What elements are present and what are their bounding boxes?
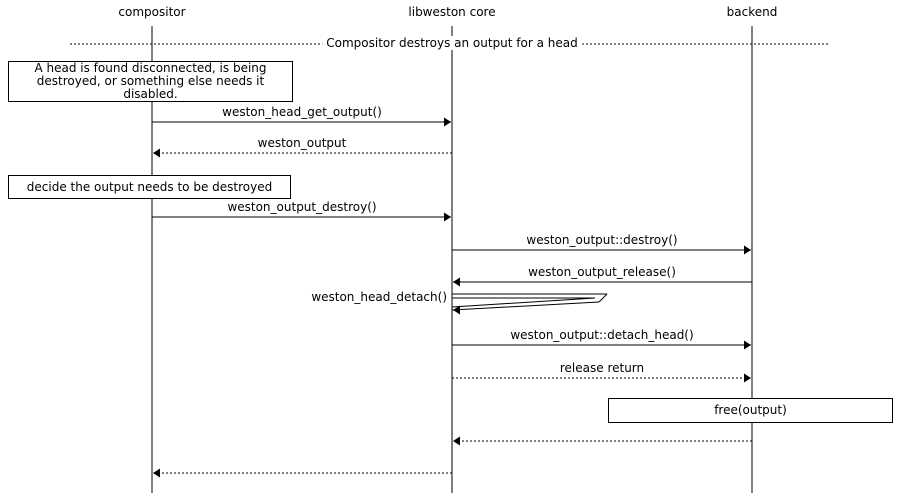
arrow-head	[444, 212, 451, 222]
message-label-weston-output-release: weston_output_release()	[525, 265, 679, 279]
note-text: A head is found disconnected, is being d…	[34, 61, 267, 101]
arrow-head	[744, 340, 751, 350]
message-label-release-return: release return	[556, 361, 648, 375]
message-release-return	[452, 373, 751, 383]
message-label-weston-head-detach: weston_head_detach()	[308, 290, 450, 304]
note-text: decide the output needs to be destroyed	[26, 179, 273, 194]
arrow-head	[744, 373, 751, 383]
message-weston-head-detach	[451, 293, 608, 315]
separator-label: Compositor destroys an output for a head	[322, 36, 582, 50]
note-note-head-disconnected: A head is found disconnected, is being d…	[8, 61, 293, 102]
arrow-head	[453, 305, 460, 315]
message-weston-output-detach-head	[452, 340, 751, 350]
self-call-segment	[598, 293, 608, 303]
message-weston-output-release	[453, 277, 752, 287]
message-weston-head-get-output	[152, 117, 451, 127]
message-label-weston-output-detach-head: weston_output::detach_head()	[507, 328, 697, 342]
note-text: free(output)	[714, 403, 787, 417]
lifeline-label-libweston-core: libweston core	[408, 5, 496, 19]
message-label-weston-output-destroy: weston_output_destroy()	[224, 200, 380, 214]
message-weston-output-destroy	[152, 212, 451, 222]
message-core-return	[153, 468, 452, 478]
message-label-weston-output-destroy-vfunc: weston_output::destroy()	[523, 233, 681, 247]
arrow-head	[744, 245, 751, 255]
message-label-weston-output-return: weston_output	[254, 136, 350, 150]
arrow-head	[444, 117, 451, 127]
message-backend-return	[453, 436, 752, 446]
note-note-free-output: free(output)	[608, 398, 893, 423]
arrow-head	[153, 468, 160, 478]
arrow-head	[453, 436, 460, 446]
message-weston-output-return	[153, 148, 452, 158]
lifeline-label-backend: backend	[726, 5, 778, 19]
message-label-weston-head-get-output: weston_head_get_output()	[219, 105, 385, 119]
arrow-head	[153, 148, 160, 158]
lifeline-label-compositor: compositor	[118, 5, 186, 19]
self-call-segment	[451, 297, 596, 308]
self-call-segment	[451, 301, 600, 311]
arrow-head	[453, 277, 460, 287]
note-note-decide-destroy: decide the output needs to be destroyed	[8, 175, 291, 199]
message-weston-output-destroy-vfunc	[452, 245, 751, 255]
